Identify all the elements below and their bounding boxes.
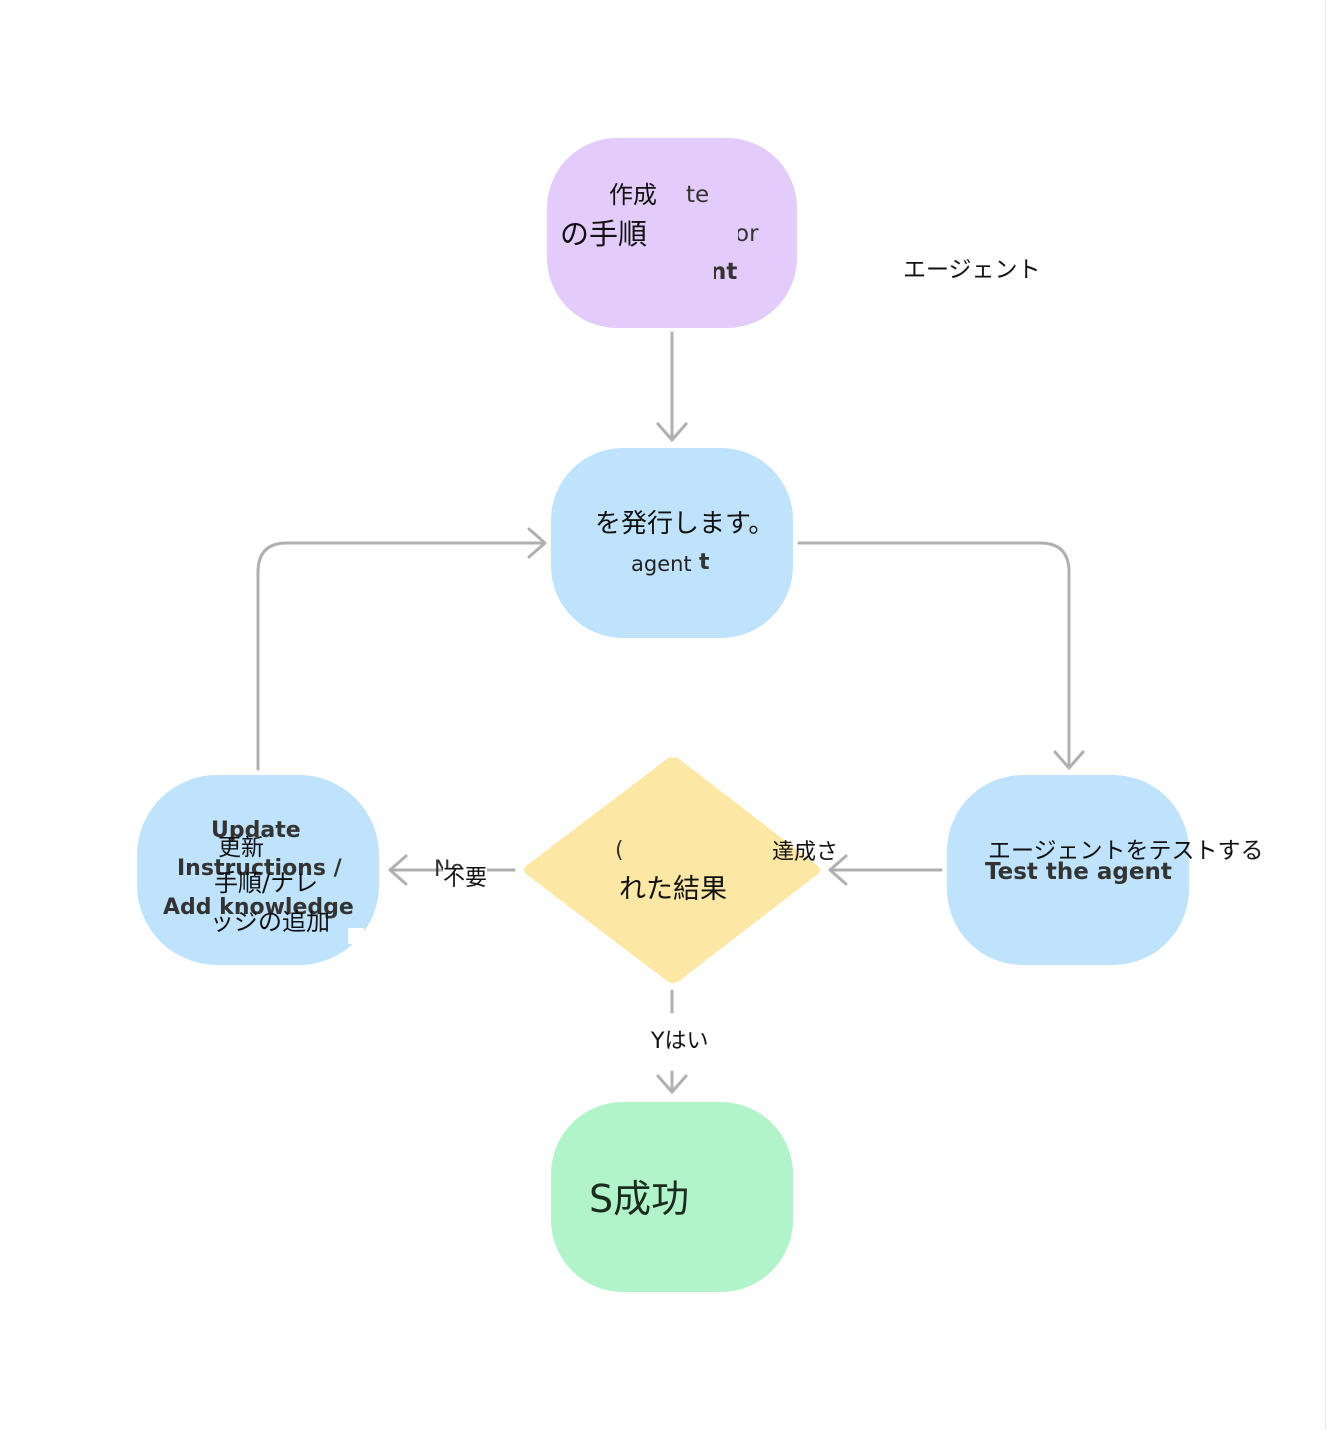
test-node-en: Test the agent	[985, 859, 1172, 885]
publish-node-en: agent	[631, 552, 692, 576]
edge-publish-to-test	[797, 541, 1085, 770]
create-node-clip-2	[700, 258, 714, 288]
frame-border	[1325, 0, 1326, 1430]
edge-update-to-publish	[256, 527, 547, 771]
outcome-decision-diamond	[524, 757, 820, 983]
publish-node-ja: を発行します。	[595, 509, 775, 539]
edge-create-to-publish	[656, 331, 688, 442]
edge-label-no-ja: 不要	[443, 866, 488, 891]
create-node-side-label: エージェント	[903, 257, 1041, 283]
test-node-ja: エージェントをテストする	[988, 838, 1264, 864]
update-node-notch	[348, 928, 364, 944]
success-node-label: S成功	[589, 1177, 690, 1221]
edge-test-to-decision	[828, 854, 943, 886]
create-node-en-fragment-3: nt	[710, 259, 738, 285]
decision-node-ja-line1: 達成さ	[772, 840, 839, 865]
update-instructions-node	[137, 775, 379, 965]
create-node-ja-line2: の手順	[560, 217, 648, 251]
test-agent-node	[947, 775, 1189, 965]
update-node-ja-line1: 更新	[218, 835, 264, 861]
update-node-ja-line2: 手順/ナレ	[214, 869, 319, 897]
edge-label-yes: Yはい	[651, 1029, 709, 1054]
edge-decision-to-success	[656, 989, 688, 1094]
success-node	[551, 1102, 793, 1292]
update-node-ja-line3: ッジの追加	[210, 908, 330, 936]
create-node-en-fragment-1: te	[686, 182, 710, 208]
create-node-ja-line1: 作成	[609, 181, 657, 209]
create-instructions-node	[547, 138, 797, 328]
decision-node-ja-line2: れた結果	[619, 874, 727, 905]
create-node-en-fragment-2: or	[735, 221, 759, 247]
update-node-en-line1: Update	[211, 818, 301, 843]
publish-agent-node	[551, 448, 793, 638]
update-node-en-line2: Instructions /	[177, 856, 342, 881]
decision-node-en-fragment: (	[615, 838, 624, 863]
publish-node-en-fragment: t	[699, 550, 710, 575]
create-node-clip	[726, 221, 738, 251]
update-node-en-line3: Add knowledge	[163, 895, 354, 920]
